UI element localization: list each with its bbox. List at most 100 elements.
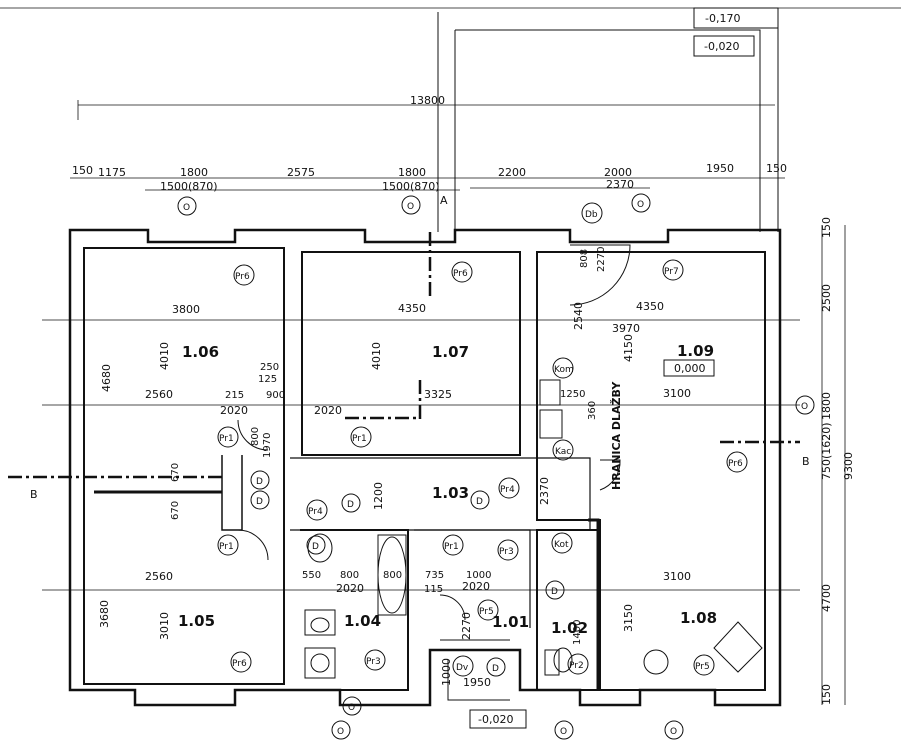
svg-text:D: D (492, 664, 499, 674)
section-lines (8, 232, 800, 479)
tag-d-6: D (486, 657, 506, 677)
dim-r106-w: 3800 (172, 303, 200, 316)
small-dim-14: 735 (425, 570, 444, 581)
dim-r109-w: 4350 (636, 300, 664, 313)
tag-pr2: Pr2 (567, 653, 589, 675)
dim-r107-h: 4010 (370, 342, 383, 370)
tag-pr1-d: Pr1 (442, 534, 464, 556)
room-1-02: 1.02 (551, 619, 588, 637)
svg-text:Pr6: Pr6 (453, 269, 468, 279)
overall-height: 9300 (842, 452, 855, 480)
svg-text:Pr4: Pr4 (500, 485, 515, 495)
svg-text:Pr4: Pr4 (308, 507, 323, 517)
small-dim-1: 125 (258, 374, 277, 385)
tag-db: Db (581, 202, 603, 224)
dim-r109-w2: 3970 (612, 322, 640, 335)
right-dim-5: 150 (820, 684, 833, 705)
tag-d-4: D (470, 490, 490, 510)
axis-o-6: O (560, 727, 567, 737)
dim-corr-w1: 2020 (220, 404, 248, 417)
room-1-07: 1.07 (432, 343, 469, 361)
right-dim-1: 2500 (820, 284, 833, 312)
top-dim-7: 1950 (706, 162, 734, 175)
tag-pr1-a: Pr1 (217, 426, 239, 448)
outer-walls (68, 228, 782, 707)
tag-pr6-109b: Pr6 (726, 451, 748, 473)
dim-r108-w: 3100 (663, 387, 691, 400)
small-dim-17: 800 (383, 570, 402, 581)
axis-o-4: O (801, 402, 808, 412)
svg-text:D: D (256, 497, 263, 507)
tag-pr6-106: Pr6 (233, 264, 255, 286)
room-1-03: 1.03 (432, 484, 469, 502)
dimension-lines (42, 100, 846, 705)
tag-pr7-109: Pr7 (662, 259, 684, 281)
svg-text:Pr5: Pr5 (695, 662, 710, 672)
top-sub-0: 1500(870) (160, 180, 218, 193)
axis-markers (177, 193, 815, 740)
svg-text:Db: Db (585, 210, 598, 220)
svg-text:D: D (551, 587, 558, 597)
svg-text:Pr1: Pr1 (352, 434, 367, 444)
room-1-06: 1.06 (182, 343, 219, 361)
tag-d-7: D (306, 535, 326, 555)
small-dim-3: 215 (225, 390, 244, 401)
room-1-01: 1.01 (492, 613, 529, 631)
top-sub-1: 1500(870) (382, 180, 440, 193)
overall-width: 13800 (410, 94, 445, 107)
tag-d-1: D (250, 470, 270, 490)
small-dim-16: 115 (424, 584, 443, 595)
misc-808: 808 (579, 249, 590, 268)
top-dim-2: 1800 (180, 166, 208, 179)
level-top2: -0,020 (704, 40, 739, 53)
axis-o-2: O (407, 202, 414, 212)
top-dim-5: 2200 (498, 166, 526, 179)
small-dim-8: 670 (170, 463, 181, 482)
tag-pr1-b: Pr1 (350, 426, 372, 448)
svg-text:Pr6: Pr6 (232, 659, 247, 669)
svg-text:D: D (256, 477, 263, 487)
small-dim-20: 1250 (560, 389, 585, 400)
svg-text:Pr3: Pr3 (499, 547, 514, 557)
dim-r101-h: 2270 (460, 612, 473, 640)
top-dim-8: 150 (766, 162, 787, 175)
axis-o-5: O (337, 727, 344, 737)
axis-o-3: O (637, 200, 644, 210)
top-dim-1: 1175 (98, 166, 126, 179)
dim-r101-h2: 1000 (440, 658, 453, 686)
room-1-05: 1.05 (178, 612, 215, 630)
level-bottom: -0,020 (478, 713, 513, 726)
svg-text:Kot: Kot (554, 540, 569, 550)
dim-r103-h2: 1200 (372, 482, 385, 510)
top-dim-0: 150 (72, 164, 93, 177)
tag-d-5: D (545, 580, 565, 600)
room-1-08: 1.08 (680, 609, 717, 627)
section-mark-b-left: B (30, 488, 38, 501)
tag-pr5-a: Pr5 (477, 599, 499, 621)
tag-d-2: D (250, 490, 270, 510)
dim-r105-w: 2560 (145, 570, 173, 583)
tag-dv: Dv (452, 655, 474, 677)
level-room-109: 0,000 (674, 362, 706, 375)
svg-text:Pr3: Pr3 (366, 657, 381, 667)
svg-text:Pr6: Pr6 (235, 272, 250, 282)
tag-pr3-a: Pr3 (497, 539, 519, 561)
tag-pr5-b: Pr5 (693, 654, 715, 676)
tag-pr3-b: Pr3 (364, 649, 386, 671)
tag-kac: Kac (552, 439, 574, 461)
small-dim-5: 800 (250, 427, 261, 446)
tag-pr4-b: Pr4 (498, 477, 520, 499)
dim-r104-w: 2020 (336, 582, 364, 595)
tag-pr4-a: Pr4 (306, 499, 328, 521)
top-dim-4: 1800 (398, 166, 426, 179)
svg-text:Pr5: Pr5 (479, 607, 494, 617)
small-dim-12: 550 (302, 570, 321, 581)
axis-o-7: O (670, 727, 677, 737)
level-top1: -0,170 (705, 12, 740, 25)
tag-pr6-105: Pr6 (230, 651, 252, 673)
dim-corr-w2: 2020 (314, 404, 342, 417)
dim-r107-w2: 3325 (424, 388, 452, 401)
dim-r106-side: 4680 (100, 364, 113, 392)
dim-r106-w2: 2560 (145, 388, 173, 401)
right-dim-2: 1800 (820, 392, 833, 420)
